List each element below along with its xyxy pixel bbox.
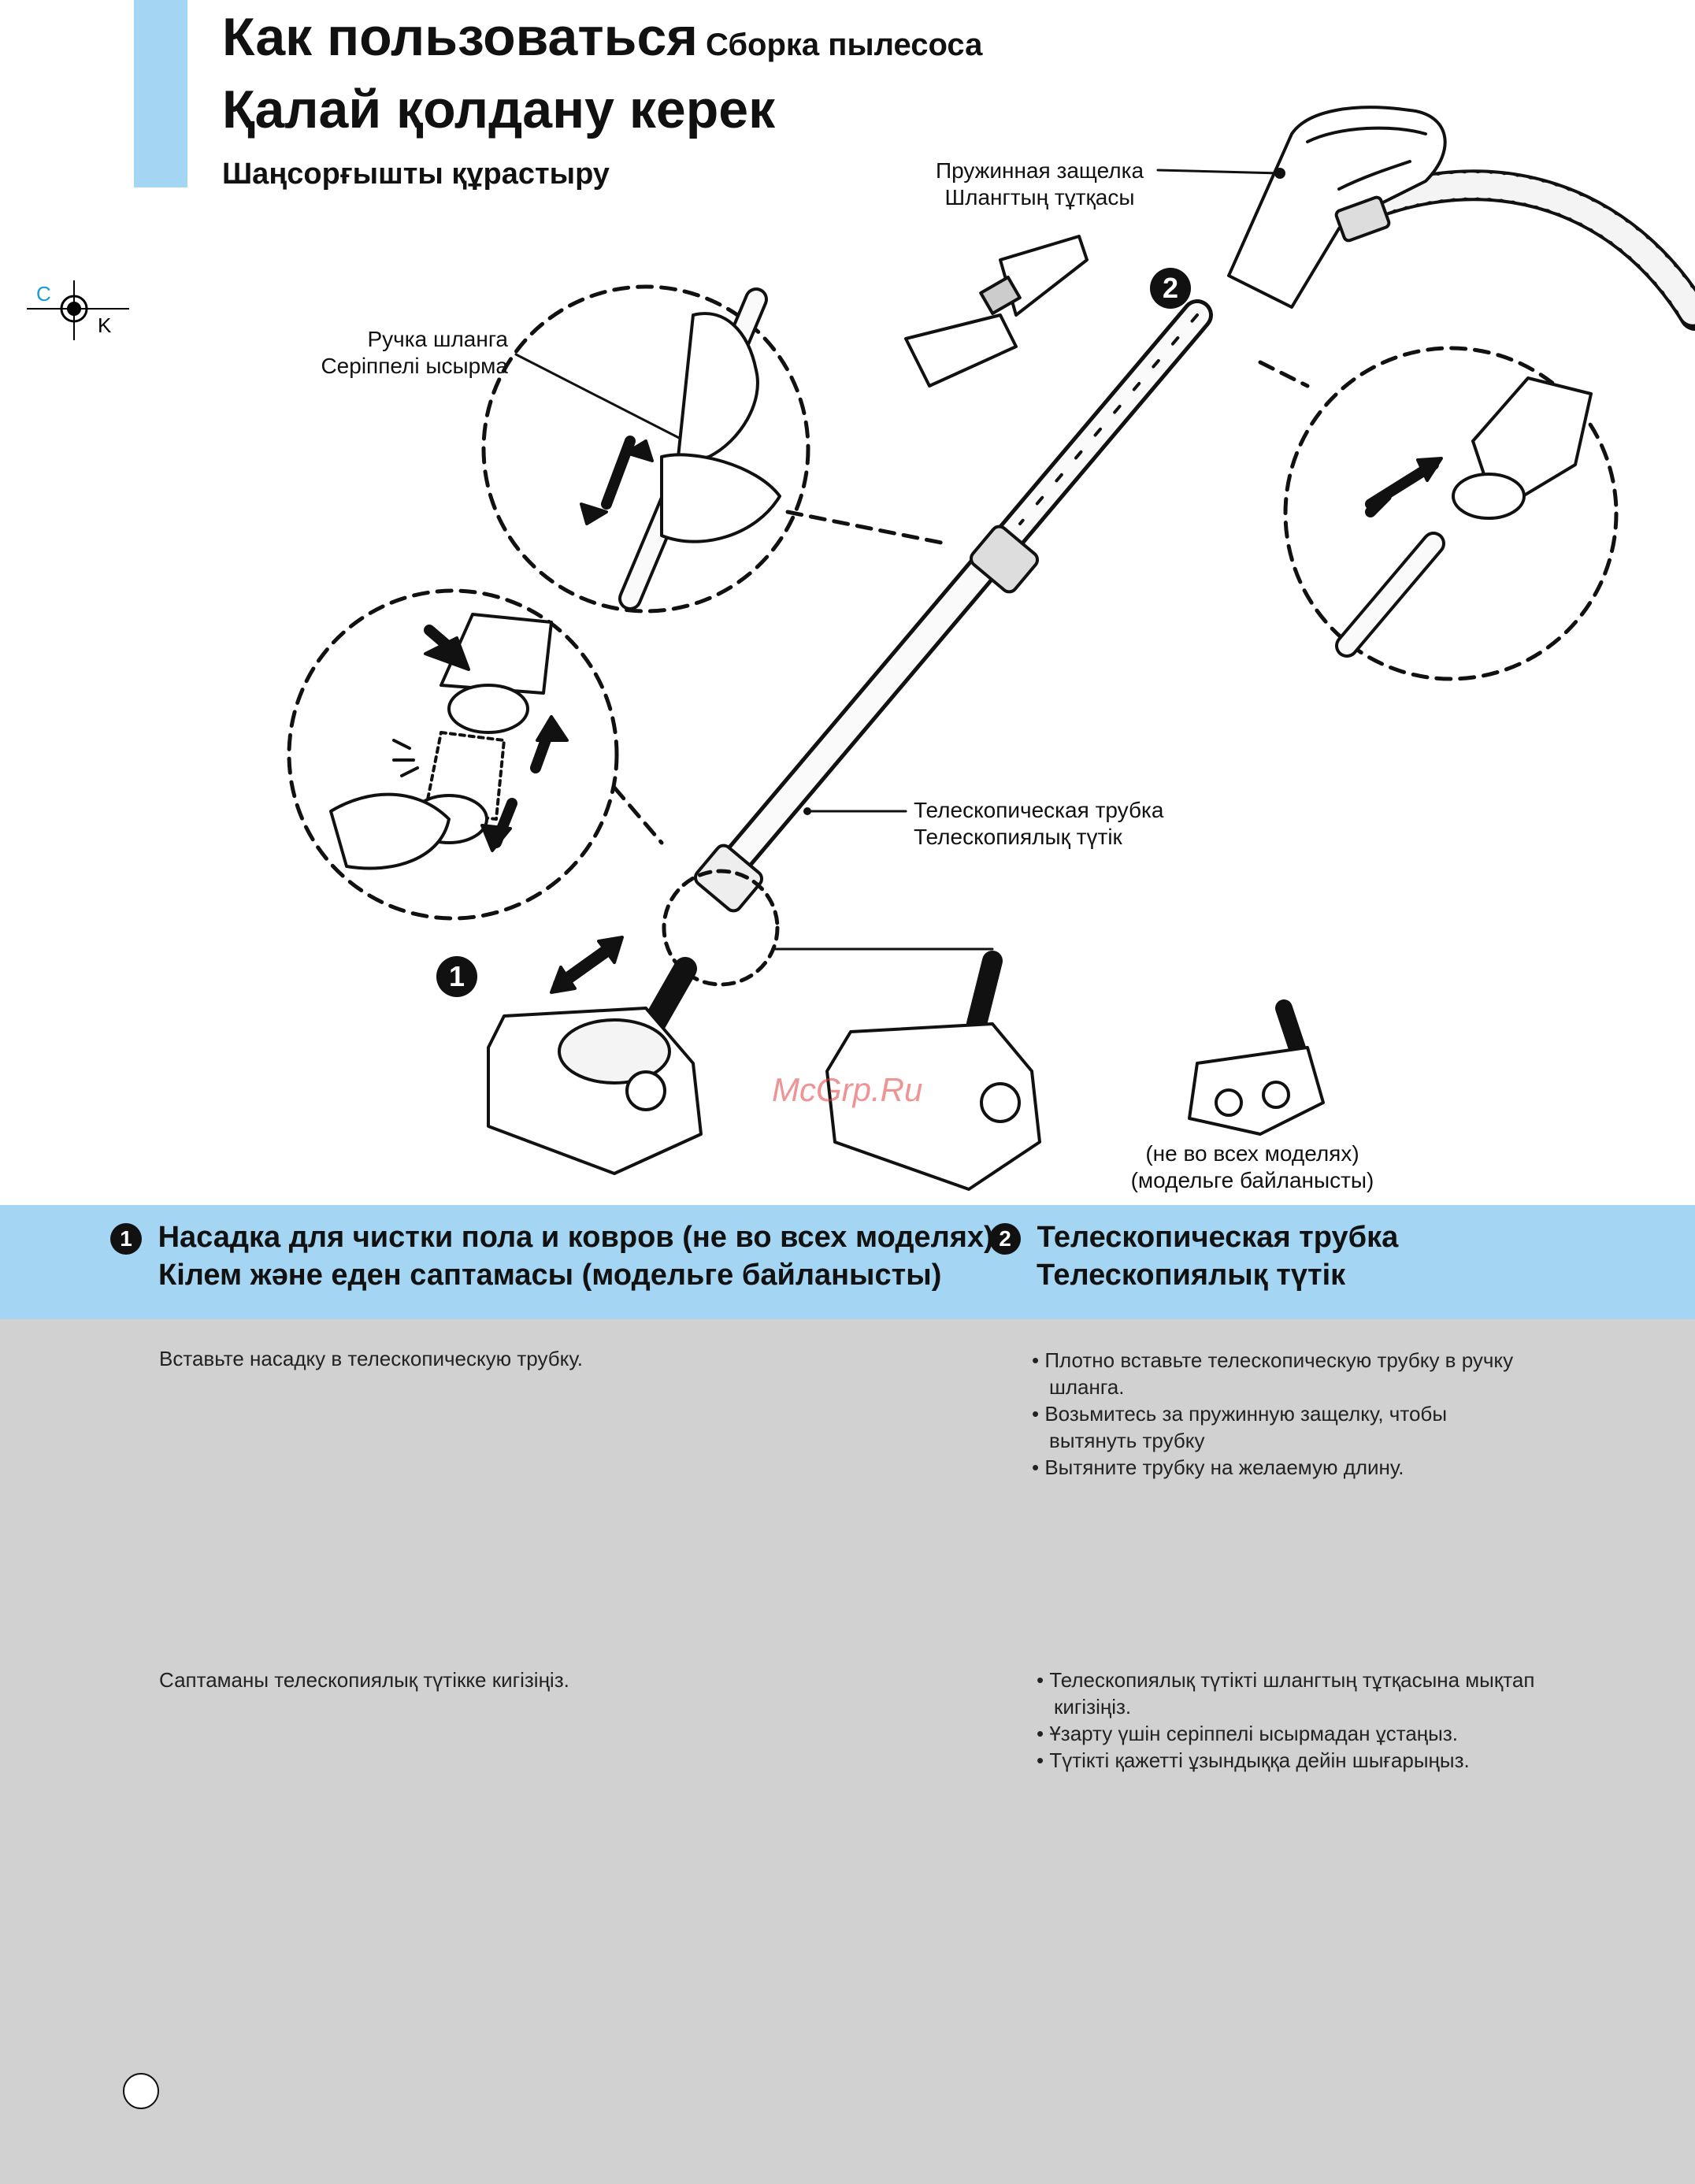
floor-nozzle-alt-icon (825, 951, 1041, 1191)
label-telescopic-tube: Телескопическая трубка Телескопиялық түт… (914, 798, 1164, 849)
section-1-title: 1 Насадка для чистки пола и ковров (не в… (110, 1219, 994, 1255)
vacuum-assembly-illustration (287, 106, 1695, 1191)
list-item: Түтікті қажетті ұзындыққа дейін шығарыңы… (1037, 1747, 1588, 1774)
tube-end-circle-icon (662, 869, 780, 987)
label-spring-latch: Пружинная защелка Шлангтың тұтқасы (935, 158, 1144, 210)
hose-icon (1355, 169, 1695, 331)
section-2-title: 2 Телескопическая трубка (989, 1219, 1398, 1255)
registration-c-label: C (36, 282, 51, 306)
section-1-title-kz: Кілем және еден саптамасы (модельге байл… (158, 1259, 942, 1292)
page-number-circle-icon (123, 2073, 159, 2109)
telescopic-tube-icon (693, 299, 1213, 913)
hose-handle-icon (1227, 106, 1447, 309)
watermark: McGrp.Ru (772, 1071, 923, 1108)
list-item: Вытяните трубку на желаемую длину. (1032, 1454, 1536, 1481)
list-item: Телескопиялық түтікті шлангтың тұтқасына… (1037, 1667, 1588, 1720)
registration-k-label: K (98, 313, 112, 337)
detail-circle-hands-icon (481, 284, 948, 614)
section-2-badge: 2 (989, 1222, 1021, 1255)
detail-circle-handle-icon (1258, 346, 1619, 681)
header-color-tab (134, 0, 187, 187)
list-item: Плотно вставьте телескопическую трубку в… (1032, 1347, 1536, 1400)
page-subtitle-ru: Сборка пылесоса (705, 28, 983, 62)
registration-mark-icon (27, 280, 129, 340)
list-item: Ұзарту үшін серіппелі ысырмадан ұстаңыз. (1037, 1720, 1588, 1747)
section-2-list-kz: Телескопиялық түтікті шлангтың тұтқасына… (1037, 1667, 1588, 1774)
section-title-band (0, 1205, 1695, 1319)
list-item: Возьмитесь за пружинную защелку, чтобы в… (1032, 1400, 1536, 1454)
latch-detail-icon (904, 235, 1089, 387)
label-not-all-models: (не во всех моделях) (модельге байланыст… (1130, 1141, 1374, 1192)
section-2-list-ru: Плотно вставьте телескопическую трубку в… (1032, 1347, 1536, 1481)
section-1-text-kz: Саптаманы телескопиялық түтікке кигізіңі… (159, 1668, 569, 1692)
label-hose-handle: Ручка шланга Серіппелі ысырма (321, 327, 508, 378)
section-1-badge: 1 (110, 1222, 142, 1255)
section-1-text-ru: Вставьте насадку в телескопическую трубк… (159, 1347, 583, 1370)
floor-nozzle-icon (487, 957, 703, 1175)
page-title-kz: Қалай қолдану керек (222, 80, 776, 139)
section-2-title-kz: Телескопиялық түтік (1037, 1259, 1346, 1292)
page-subtitle-kz: Шаңсорғышты құрастыру (222, 158, 610, 191)
marker-1: 1 (436, 956, 477, 997)
detail-circle-connect-icon (287, 588, 664, 921)
marker-2: 2 (1150, 268, 1191, 309)
turbo-nozzle-icon (1188, 999, 1325, 1136)
